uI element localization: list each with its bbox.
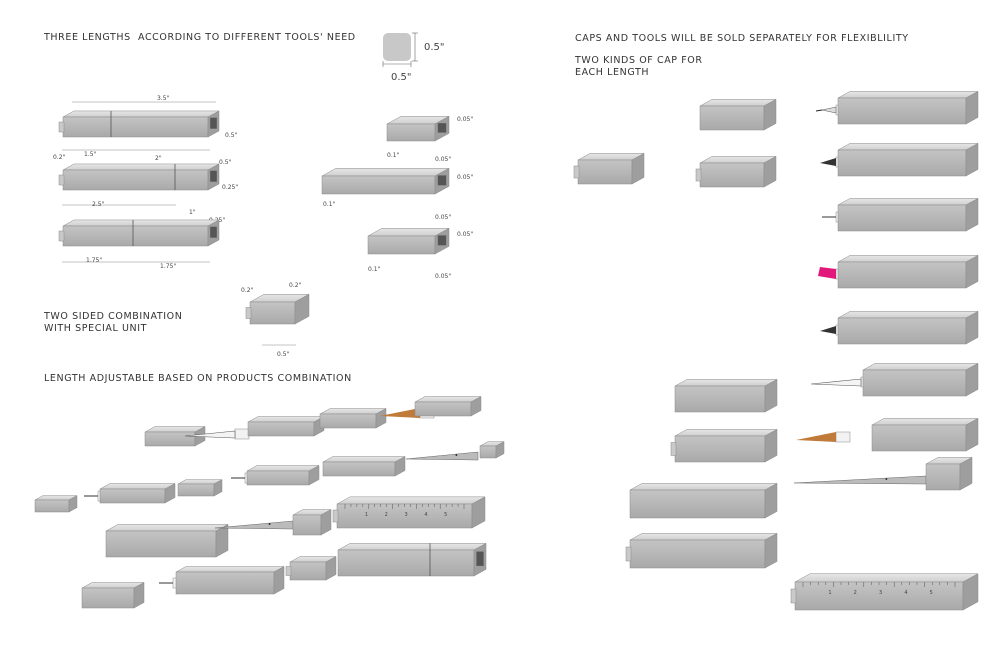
heading-two-sided: TWO SIDED COMBINATION WITH SPECIAL UNIT <box>44 311 183 334</box>
ruler-tick-label: 3 <box>879 590 882 596</box>
square-unit-icon: 0.5" 0.5" <box>382 32 445 83</box>
tool-tip-7 <box>796 431 851 443</box>
cap-type-a-1 <box>699 98 777 131</box>
combo-cap-2 <box>34 495 78 513</box>
tool-body-1 <box>837 90 979 125</box>
tool-body-6 <box>862 362 979 397</box>
tool-body-7 <box>871 417 979 452</box>
special-unit <box>245 293 310 325</box>
small-unit-2 <box>321 167 450 195</box>
ruler-tick-label: 5 <box>930 590 933 596</box>
heading-two-kinds: TWO KINDS OF CAP FOR EACH LENGTH <box>575 55 703 78</box>
bar3-seg-b-label: 1.75" <box>160 263 176 270</box>
combo-special-2 <box>285 556 337 581</box>
combo-tweezer-cap-1 <box>479 441 505 459</box>
bar2-seg-b-label: 1" <box>189 209 196 216</box>
ruler-tick-label: 3 <box>405 512 408 518</box>
small-unit-3 <box>367 227 450 255</box>
bar1-seg-b-label: 2" <box>155 155 162 162</box>
square-bottom-label: 0.5" <box>391 72 412 83</box>
heading-three-lengths: THREE LENGTHS ACCORDING TO DIFFERENT TOO… <box>44 32 356 43</box>
tool-body-2 <box>837 142 979 177</box>
special-width-label: 0.5" <box>277 351 290 358</box>
special-left-label: 0.2" <box>241 287 254 294</box>
combo-body-4 <box>99 483 176 504</box>
square-side-label: 0.5" <box>424 42 445 53</box>
bar1-height2-label: 0.5" <box>219 159 232 166</box>
combo-long-2 <box>337 542 487 577</box>
u1-face2-label: 0.05" <box>435 156 451 163</box>
u1-face-label: 0.05" <box>457 116 473 123</box>
u1-depth-label: 0.1" <box>387 152 400 159</box>
combo-body-7 <box>175 566 285 595</box>
bar1-height-label: 0.5" <box>225 132 238 139</box>
combo-knife-tip <box>184 428 250 440</box>
bar-length-2 <box>58 163 220 191</box>
small-unit-dimensions: 0.1" 0.05" 0.05" 0.1" 0.05" 0.05" 0.1" 0… <box>323 116 473 280</box>
cap-type-a-2 <box>674 378 778 413</box>
combo-tweezer-cap-2 <box>292 509 332 536</box>
ruler-tick-label: 2 <box>385 512 388 518</box>
cap-type-c-1 <box>573 152 645 185</box>
ruler-tick-label: 4 <box>904 590 907 596</box>
heading-length-adjustable: LENGTH ADJUSTABLE BASED ON PRODUCTS COMB… <box>44 373 352 384</box>
special-right-label: 0.2" <box>289 282 302 289</box>
cap-type-a-3 <box>629 482 778 519</box>
combo-body-1 <box>247 416 325 437</box>
combo-cap-3 <box>177 479 223 497</box>
combo-cap-4 <box>81 582 145 609</box>
u3-depth-label: 0.1" <box>368 266 381 273</box>
tool-body-4 <box>837 254 979 289</box>
u2-face-label: 0.05" <box>457 174 473 181</box>
combo-cap-1 <box>144 426 206 447</box>
tool-body-3 <box>837 197 979 232</box>
product-shapes: 1 2 3 4 5 1 2 3 4 5 <box>34 90 979 611</box>
heading-caps-tools: CAPS AND TOOLS WILL BE SOLD SEPARATELY F… <box>575 33 909 44</box>
u2-depth-label: 0.1" <box>323 201 336 208</box>
ruler-tick-label: 2 <box>854 590 857 596</box>
bar2-height-label: 0.25" <box>222 184 238 191</box>
combo-body-2 <box>319 408 387 429</box>
tool-tweezers <box>793 475 927 485</box>
combo-ruler-1: 1 2 3 4 5 <box>332 496 486 529</box>
combo-body-6 <box>322 456 406 477</box>
combo-body-5 <box>246 465 320 486</box>
combo-tweezers-1 <box>405 451 479 461</box>
combo-long-1 <box>105 523 229 558</box>
bar3-seg-a-label: 1.75" <box>86 257 102 264</box>
cap-type-b-1 <box>695 155 777 188</box>
bar1-seg-a-label: 1.5" <box>84 151 97 158</box>
u2-face2-label: 0.05" <box>435 214 451 221</box>
ruler-tick-label: 4 <box>424 512 427 518</box>
special-unit-dimensions: 0.2" 0.2" 0.5" <box>241 282 302 358</box>
ruler-tick-label: 1 <box>828 590 831 596</box>
bar1-left-label: 0.2" <box>53 154 66 161</box>
u3-face2-label: 0.05" <box>435 273 451 280</box>
tool-ruler: 1 2 3 4 5 <box>790 573 979 611</box>
cap-type-b-3 <box>625 532 778 569</box>
bar1-total-label: 3.5" <box>157 95 170 102</box>
bar-length-3 <box>58 219 220 247</box>
small-unit-1 <box>386 115 450 142</box>
combo-body-3 <box>414 396 482 417</box>
ruler-tick-label: 1 <box>365 512 368 518</box>
cap-type-b-2 <box>670 428 778 463</box>
u3-face-label: 0.05" <box>457 231 473 238</box>
bar2-seg-a-label: 2.5" <box>92 201 105 208</box>
tool-body-5 <box>837 310 979 345</box>
ruler-tick-label: 5 <box>444 512 447 518</box>
tool-tweezer-cap <box>925 456 973 491</box>
bar-length-1 <box>58 110 220 138</box>
